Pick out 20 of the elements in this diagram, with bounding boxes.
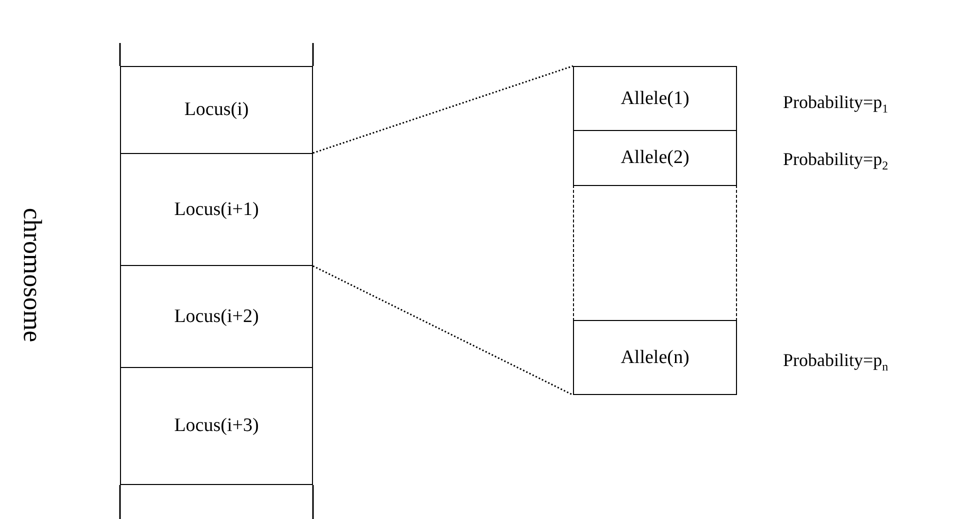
allele-label: Allele(1) bbox=[620, 88, 690, 110]
locus-box bbox=[120, 153, 313, 266]
locus-label: Locus(i+1) bbox=[174, 198, 259, 220]
locus-label: Locus(i) bbox=[184, 99, 249, 121]
probability-label: Probability=p$_{2}$ bbox=[783, 149, 888, 174]
locus-box bbox=[120, 265, 313, 368]
probability-label: Probability=p$_{1}$ bbox=[783, 92, 888, 117]
zoom-leader-line bbox=[312, 65, 574, 154]
zoom-leader-line bbox=[312, 265, 574, 396]
allele-box bbox=[573, 320, 737, 395]
locus-box bbox=[120, 367, 313, 485]
locus-label: Locus(i+3) bbox=[174, 415, 259, 437]
locus-label: Locus(i+2) bbox=[174, 306, 259, 328]
allele-label: Allele(2) bbox=[620, 147, 690, 169]
allele-label: Allele(n) bbox=[620, 346, 690, 368]
allele-box bbox=[573, 130, 737, 186]
locus-box bbox=[120, 66, 313, 154]
probability-label: Probability=p$_{n}$ bbox=[783, 350, 888, 375]
allele-box bbox=[573, 66, 737, 131]
axis-caption: chromosome bbox=[17, 208, 48, 342]
